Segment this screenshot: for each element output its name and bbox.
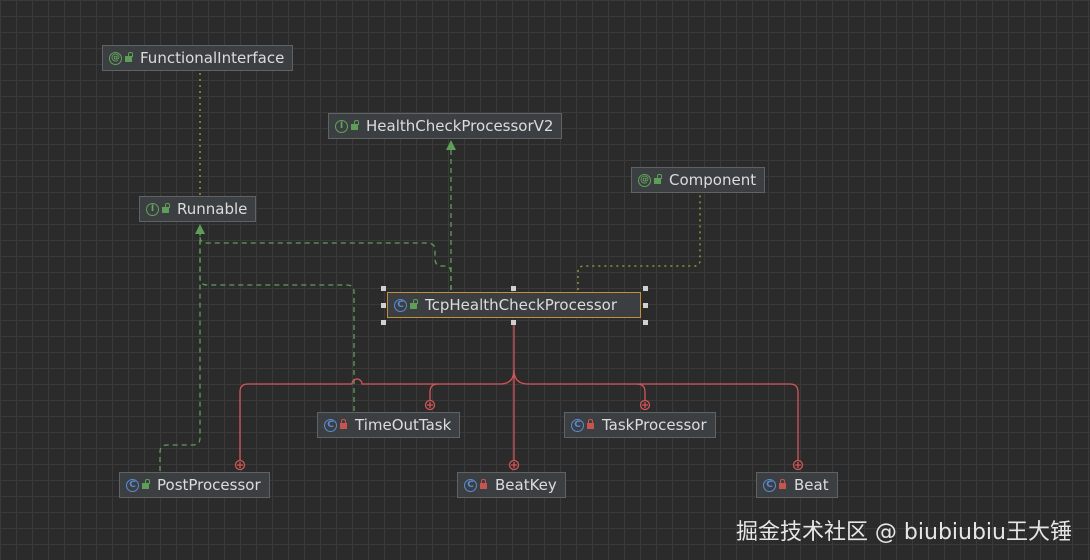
arrow-hcpv2 xyxy=(446,140,456,150)
class-icon: C xyxy=(763,478,776,492)
annotation-icon: @ xyxy=(109,51,122,65)
inner-markers xyxy=(234,399,804,471)
edge-inner-bus xyxy=(239,369,515,461)
public-lock-icon xyxy=(654,173,662,185)
selection-handle-bc[interactable] xyxy=(511,320,516,325)
class-icon: C xyxy=(324,418,337,432)
edge-tcp-runnable xyxy=(199,232,452,290)
edge-timeouttask-runnable xyxy=(199,232,355,411)
node-label: TaskProcessor xyxy=(602,416,707,434)
interface-icon: I xyxy=(335,119,348,133)
node-beat[interactable]: C Beat xyxy=(756,472,838,498)
class-icon: C xyxy=(126,478,139,492)
private-lock-icon xyxy=(779,478,786,490)
selection-handle-tl[interactable] xyxy=(381,286,386,291)
selection-handle-br[interactable] xyxy=(643,320,648,325)
annotation-icon: @ xyxy=(638,173,651,187)
selection-handle-tc[interactable] xyxy=(511,286,516,291)
node-label: TcpHealthCheckProcessor xyxy=(425,296,618,314)
node-label: Beat xyxy=(794,476,829,494)
node-post-processor[interactable]: C PostProcessor xyxy=(119,472,270,498)
interface-icon: I xyxy=(146,202,159,216)
edge-inner-bus-right xyxy=(513,369,799,461)
node-tcp-health-check-processor[interactable]: C TcpHealthCheckProcessor xyxy=(387,292,641,318)
public-lock-icon xyxy=(351,119,359,131)
edge-inner-taskprocessor xyxy=(636,383,646,401)
node-label: BeatKey xyxy=(495,476,557,494)
node-time-out-task[interactable]: C TimeOutTask xyxy=(317,412,461,438)
edge-inner-timeouttask xyxy=(429,383,439,401)
selection-handle-bl[interactable] xyxy=(381,320,386,325)
node-task-processor[interactable]: C TaskProcessor xyxy=(564,412,716,438)
selection-handle-mr[interactable] xyxy=(643,303,648,308)
selection-handle-ml[interactable] xyxy=(381,303,386,308)
node-label: PostProcessor xyxy=(157,476,261,494)
class-icon: C xyxy=(464,478,477,492)
public-lock-icon xyxy=(142,478,150,490)
node-component[interactable]: @ Component xyxy=(631,167,766,193)
public-lock-icon xyxy=(125,51,133,63)
node-label: Component xyxy=(669,171,757,189)
arrow-runnable xyxy=(195,224,205,234)
private-lock-icon xyxy=(340,418,347,430)
public-lock-icon xyxy=(162,202,170,214)
node-label: HealthCheckProcessorV2 xyxy=(366,117,554,135)
node-health-check-processor-v2[interactable]: I HealthCheckProcessorV2 xyxy=(328,113,563,139)
public-lock-icon xyxy=(410,298,418,310)
node-functional-interface[interactable]: @ FunctionalInterface xyxy=(102,45,294,71)
private-lock-icon xyxy=(587,418,594,430)
watermark: 掘金技术社区 @ biubiubiu王大锤 xyxy=(735,520,1072,545)
node-label: FunctionalInterface xyxy=(140,49,285,67)
node-runnable[interactable]: I Runnable xyxy=(139,196,257,222)
class-icon: C xyxy=(394,298,407,312)
selection-handle-tr[interactable] xyxy=(643,286,648,291)
node-beat-key[interactable]: C BeatKey xyxy=(457,472,566,498)
edge-postprocessor-runnable xyxy=(159,232,201,471)
private-lock-icon xyxy=(480,478,487,490)
node-label: Runnable xyxy=(177,200,248,218)
class-icon: C xyxy=(571,418,584,432)
marker-plus-lines xyxy=(237,402,801,468)
edge-tcp-component xyxy=(577,195,701,290)
node-label: TimeOutTask xyxy=(355,416,452,434)
